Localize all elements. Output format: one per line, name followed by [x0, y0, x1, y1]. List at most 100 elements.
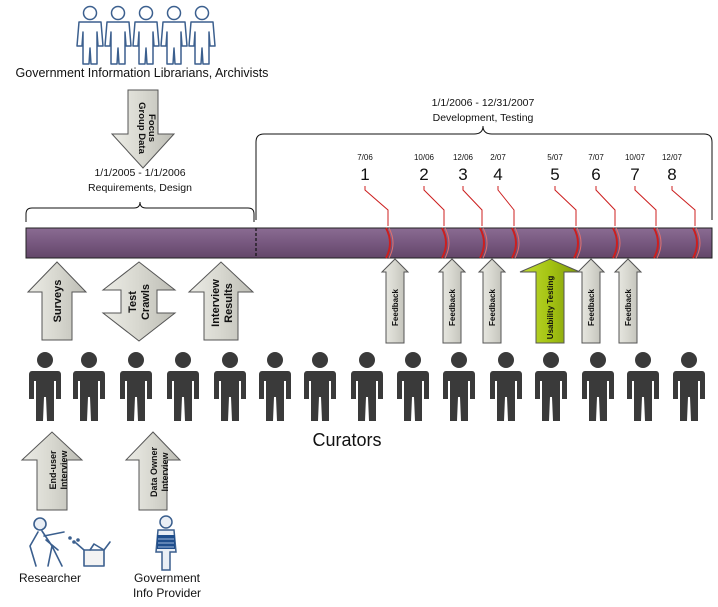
iteration-date: 7/07 — [588, 153, 604, 162]
iteration-date: 7/06 — [357, 153, 373, 162]
feedback-arrow: Feedback — [576, 258, 606, 344]
curator-figure-icon — [673, 352, 705, 421]
end-user-line2: Interview — [59, 449, 69, 489]
iteration-leader-line — [554, 186, 577, 226]
iteration-number: 2 — [419, 165, 428, 184]
iteration-date: 12/06 — [453, 153, 474, 162]
phase1-brace — [25, 201, 255, 222]
iteration-leader-line — [364, 186, 389, 226]
curator-figure-icon — [304, 352, 336, 421]
iteration-markers: 7/061 10/06 2 12/06 3 2/07 4 5/07 5 7/07 6 10/07 7 12… — [357, 153, 701, 259]
iteration-leader-line — [671, 186, 696, 226]
usability-testing-label: Usability Testing — [546, 276, 555, 340]
researcher-icon — [29, 517, 111, 567]
iteration-leader-line — [595, 186, 616, 226]
test-crawls-line1: Test — [127, 291, 139, 313]
phase2-dates: 1/1/2006 - 12/31/2007 — [432, 97, 535, 109]
iteration-leader-line — [634, 186, 657, 226]
curator-figure-icon — [351, 352, 383, 421]
iteration-4: 2/07 4 — [490, 153, 520, 259]
curator-figure-icon — [120, 352, 152, 421]
iteration-marker-highlight — [482, 227, 488, 259]
iteration-number: 3 — [458, 165, 467, 184]
phase2-brace — [255, 125, 713, 220]
curator-figure-icon — [397, 352, 429, 421]
data-owner-interview-arrow: Data Owner Interview — [124, 431, 182, 511]
librarian-figure-icon — [160, 5, 188, 65]
end-user-line1: End-user — [48, 450, 58, 490]
phase2-title: Development, Testing — [433, 112, 534, 124]
feedback-label: Feedback — [488, 288, 497, 325]
feedback-arrow: Feedback — [477, 258, 507, 344]
feedback-label: Feedback — [391, 288, 400, 325]
iteration-8: 12/078 — [662, 153, 701, 259]
usability-testing-arrow: Usability Testing — [519, 258, 581, 344]
iteration-number: 8 — [667, 165, 676, 184]
curator-figure-icon — [214, 352, 246, 421]
librarian-figure-icon — [132, 5, 160, 65]
iteration-6: 7/07 6 — [588, 153, 621, 259]
phase1-dates: 1/1/2005 - 1/1/2006 — [94, 167, 185, 179]
surveys-label: Surveys — [52, 280, 64, 323]
curator-figure-icon — [73, 352, 105, 421]
iteration-3: 12/06 3 — [453, 153, 488, 259]
iteration-number: 4 — [493, 165, 502, 184]
iteration-leader-line — [423, 186, 445, 226]
iteration-marker — [612, 227, 618, 259]
iteration-marker-highlight — [615, 227, 621, 259]
iteration-number: 6 — [591, 165, 600, 184]
iteration-marker-highlight — [576, 227, 582, 259]
interview-results-line1: Interview — [210, 279, 222, 327]
feedback-arrow: Feedback — [613, 258, 643, 344]
surveys-arrow: Surveys — [26, 261, 88, 341]
iteration-1: 7/061 — [357, 153, 394, 259]
librarian-figure-icon — [76, 5, 104, 65]
iteration-2: 10/06 2 — [414, 153, 450, 259]
researcher-label: Researcher — [19, 571, 81, 585]
iteration-date: 10/07 — [625, 153, 646, 162]
data-owner-line1: Data Owner — [149, 446, 159, 497]
iteration-5: 5/07 5 — [547, 153, 582, 259]
provider-line1: Government — [134, 571, 201, 585]
curators-group-icon — [29, 352, 705, 421]
interview-results-arrow: Interview Results — [187, 261, 255, 341]
curator-figure-icon — [490, 352, 522, 421]
phase1-title: Requirements, Design — [88, 182, 192, 194]
top-group-label: Government Information Librarians, Archi… — [16, 66, 269, 80]
curator-figure-icon — [443, 352, 475, 421]
feedback-label: Feedback — [587, 288, 596, 325]
curator-figure-icon — [167, 352, 199, 421]
curator-figure-icon — [535, 352, 567, 421]
librarians-archivists-group-icon — [76, 5, 216, 65]
interview-results-line2: Results — [223, 283, 235, 323]
timeline-bar — [25, 227, 713, 259]
iteration-number: 7 — [630, 165, 639, 184]
curator-figure-icon — [582, 352, 614, 421]
end-user-interview-arrow: End-user Interview — [20, 431, 84, 511]
iteration-date: 10/06 — [414, 153, 435, 162]
iteration-leader-line — [497, 186, 515, 226]
librarian-figure-icon — [104, 5, 132, 65]
iteration-marker — [573, 227, 579, 259]
iteration-marker — [692, 227, 698, 259]
feedback-label: Feedback — [448, 288, 457, 325]
curator-figure-icon — [29, 352, 61, 421]
test-crawls-line2: Crawls — [140, 284, 152, 320]
curator-figure-icon — [259, 352, 291, 421]
iteration-leader-line — [462, 186, 483, 226]
feedback-arrow: Feedback — [380, 258, 410, 344]
data-owner-line2: Interview — [160, 451, 170, 491]
feedback-arrow: Feedback — [437, 258, 467, 344]
iteration-marker — [385, 227, 391, 259]
curator-figure-icon — [627, 352, 659, 421]
info-provider-icon — [155, 515, 177, 571]
iteration-number: 5 — [550, 165, 559, 184]
iteration-marker-highlight — [444, 227, 450, 259]
iteration-marker — [511, 227, 517, 259]
focus-arrow-line2: Group Data — [136, 102, 147, 154]
iteration-date: 2/07 — [490, 153, 506, 162]
curators-label: Curators — [312, 430, 381, 450]
test-crawls-arrow: Test Crawls — [101, 261, 177, 342]
iteration-date: 5/07 — [547, 153, 563, 162]
